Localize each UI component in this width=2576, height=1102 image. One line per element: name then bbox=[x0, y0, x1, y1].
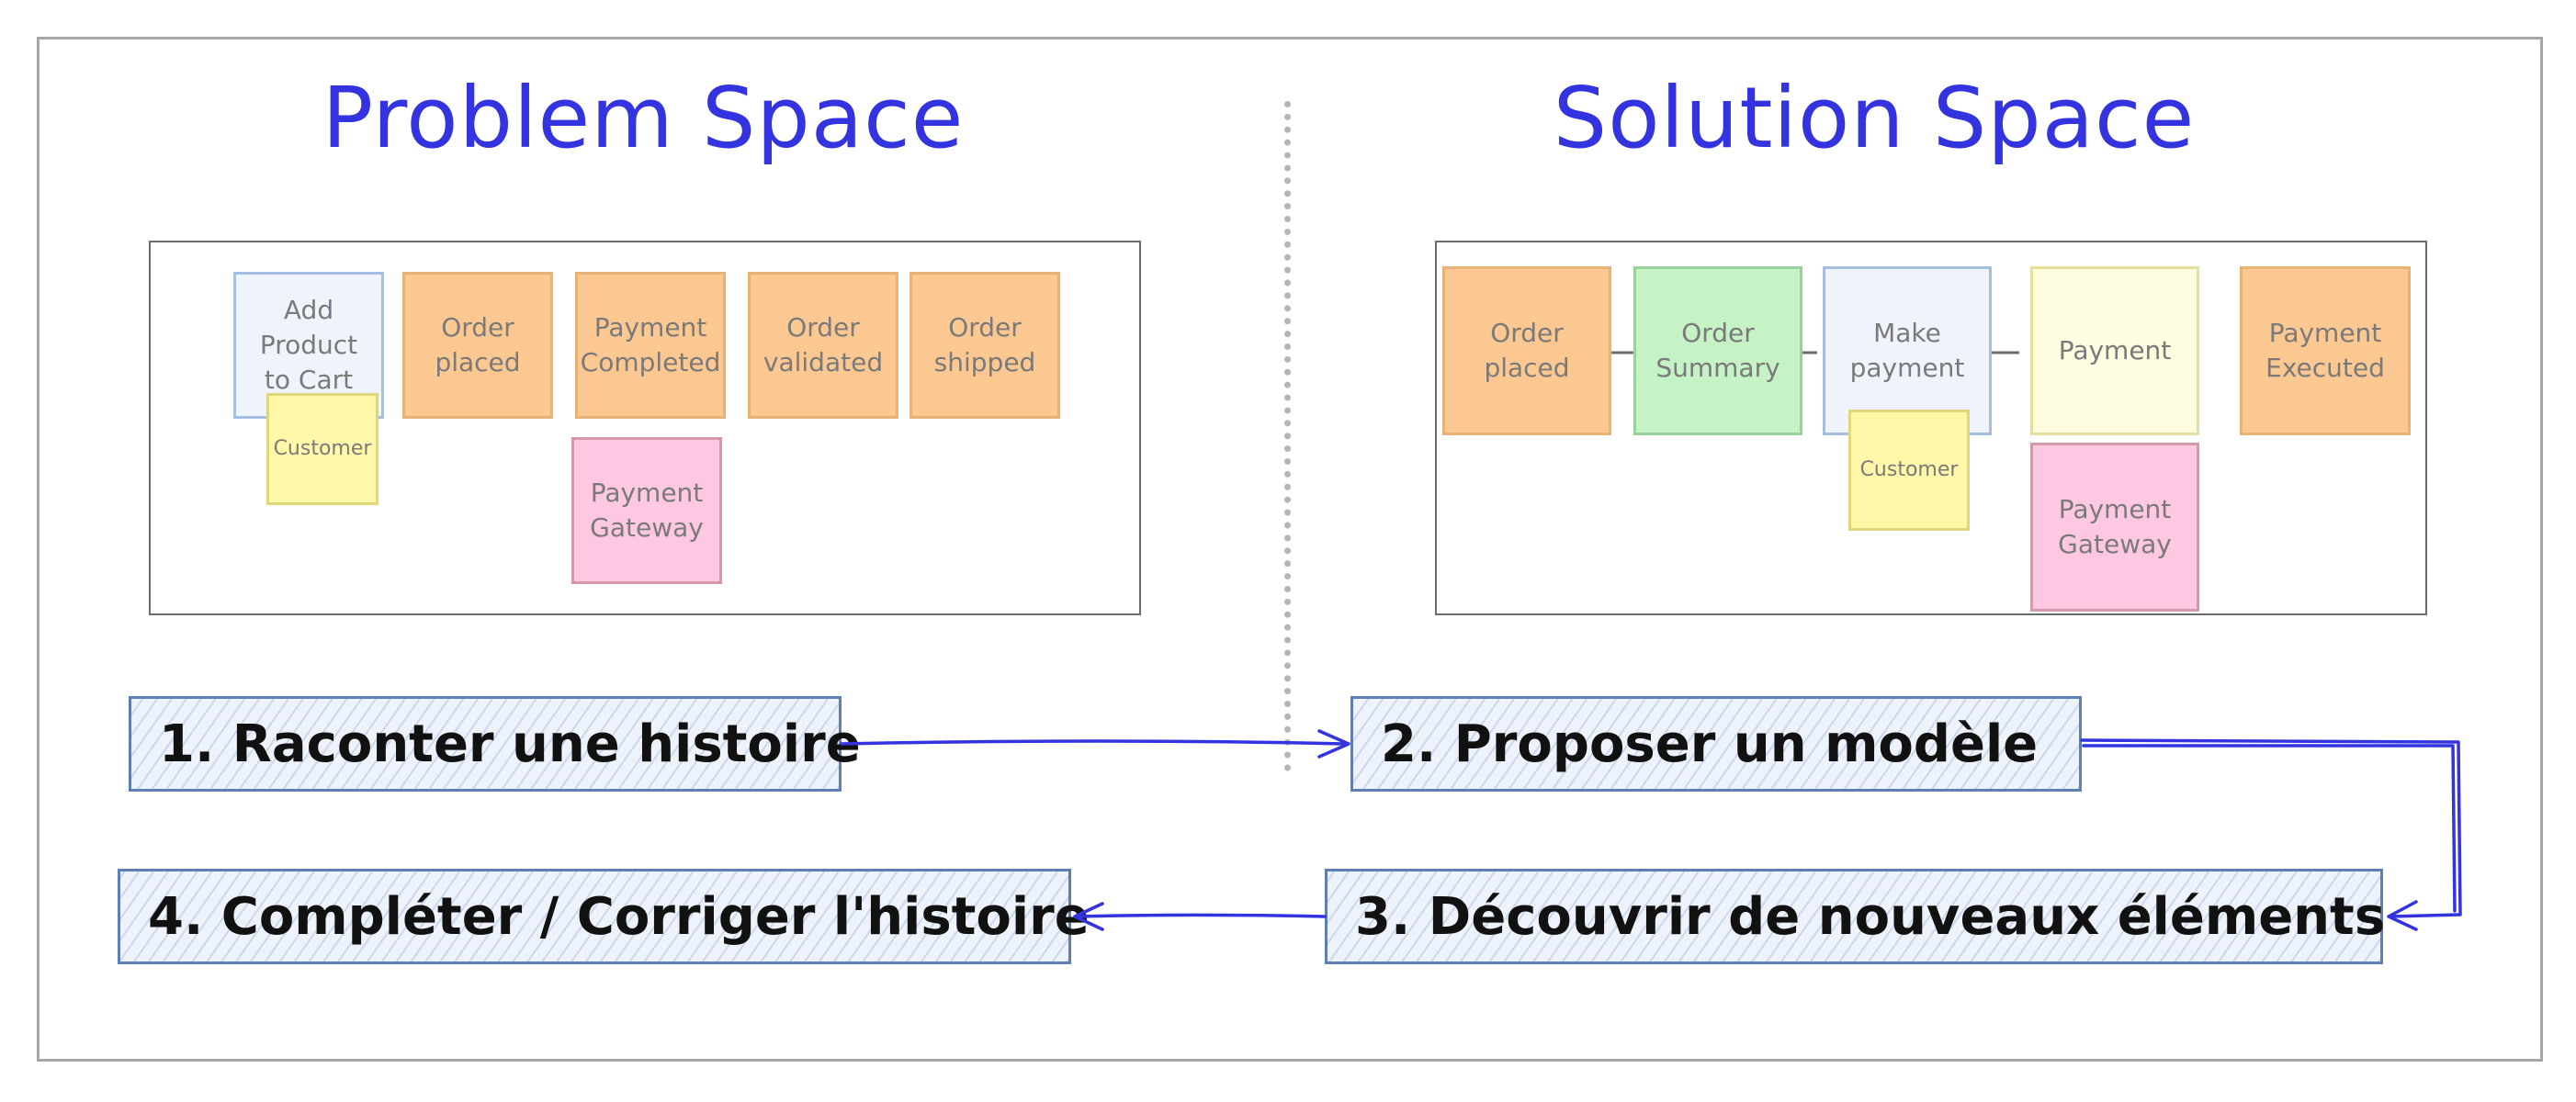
step-3-decouvrir: 3. Découvrir de nouveaux éléments bbox=[1325, 869, 2385, 964]
arrow-step3-to-step4 bbox=[1073, 902, 1327, 931]
arrow-step1-to-step2 bbox=[840, 729, 1350, 759]
sticky-customer: Customer bbox=[266, 393, 378, 505]
sticky-payment-executed: Payment Executed bbox=[2240, 266, 2411, 435]
step-2-proposer: 2. Proposer un modèle bbox=[1350, 696, 2082, 792]
sticky-make-payment: Make payment bbox=[1823, 266, 1992, 435]
sticky-payment-gateway: Payment Gateway bbox=[2030, 443, 2199, 612]
sticky-order-placed: Order placed bbox=[1442, 266, 1611, 435]
problem-space-title: Problem Space bbox=[322, 69, 965, 167]
sticky-order-summary: Order Summary bbox=[1633, 266, 1802, 435]
step-1-raconter: 1. Raconter une histoire bbox=[129, 696, 861, 792]
solution-space-panel: Order placed Order Summary Make payment … bbox=[1435, 241, 2427, 615]
solution-space-title: Solution Space bbox=[1553, 69, 2196, 167]
sticky-order-placed: Order placed bbox=[402, 272, 553, 419]
step-4-completer: 4. Compléter / Corriger l'histoire bbox=[118, 869, 1090, 964]
sticky-customer: Customer bbox=[1848, 410, 1970, 531]
diagram-frame bbox=[37, 37, 2543, 1062]
sticky-payment-gateway: Payment Gateway bbox=[571, 437, 722, 584]
arrow-step2-to-step3 bbox=[2080, 738, 2462, 931]
sticky-payment-completed: Payment Completed bbox=[575, 272, 726, 419]
problem-space-panel: Add Product to Cart Customer Order place… bbox=[149, 241, 1141, 615]
space-divider bbox=[1284, 101, 1291, 771]
sticky-order-validated: Order validated bbox=[748, 272, 898, 419]
sticky-payment: Payment bbox=[2030, 266, 2199, 435]
sticky-order-shipped: Order shipped bbox=[910, 272, 1060, 419]
